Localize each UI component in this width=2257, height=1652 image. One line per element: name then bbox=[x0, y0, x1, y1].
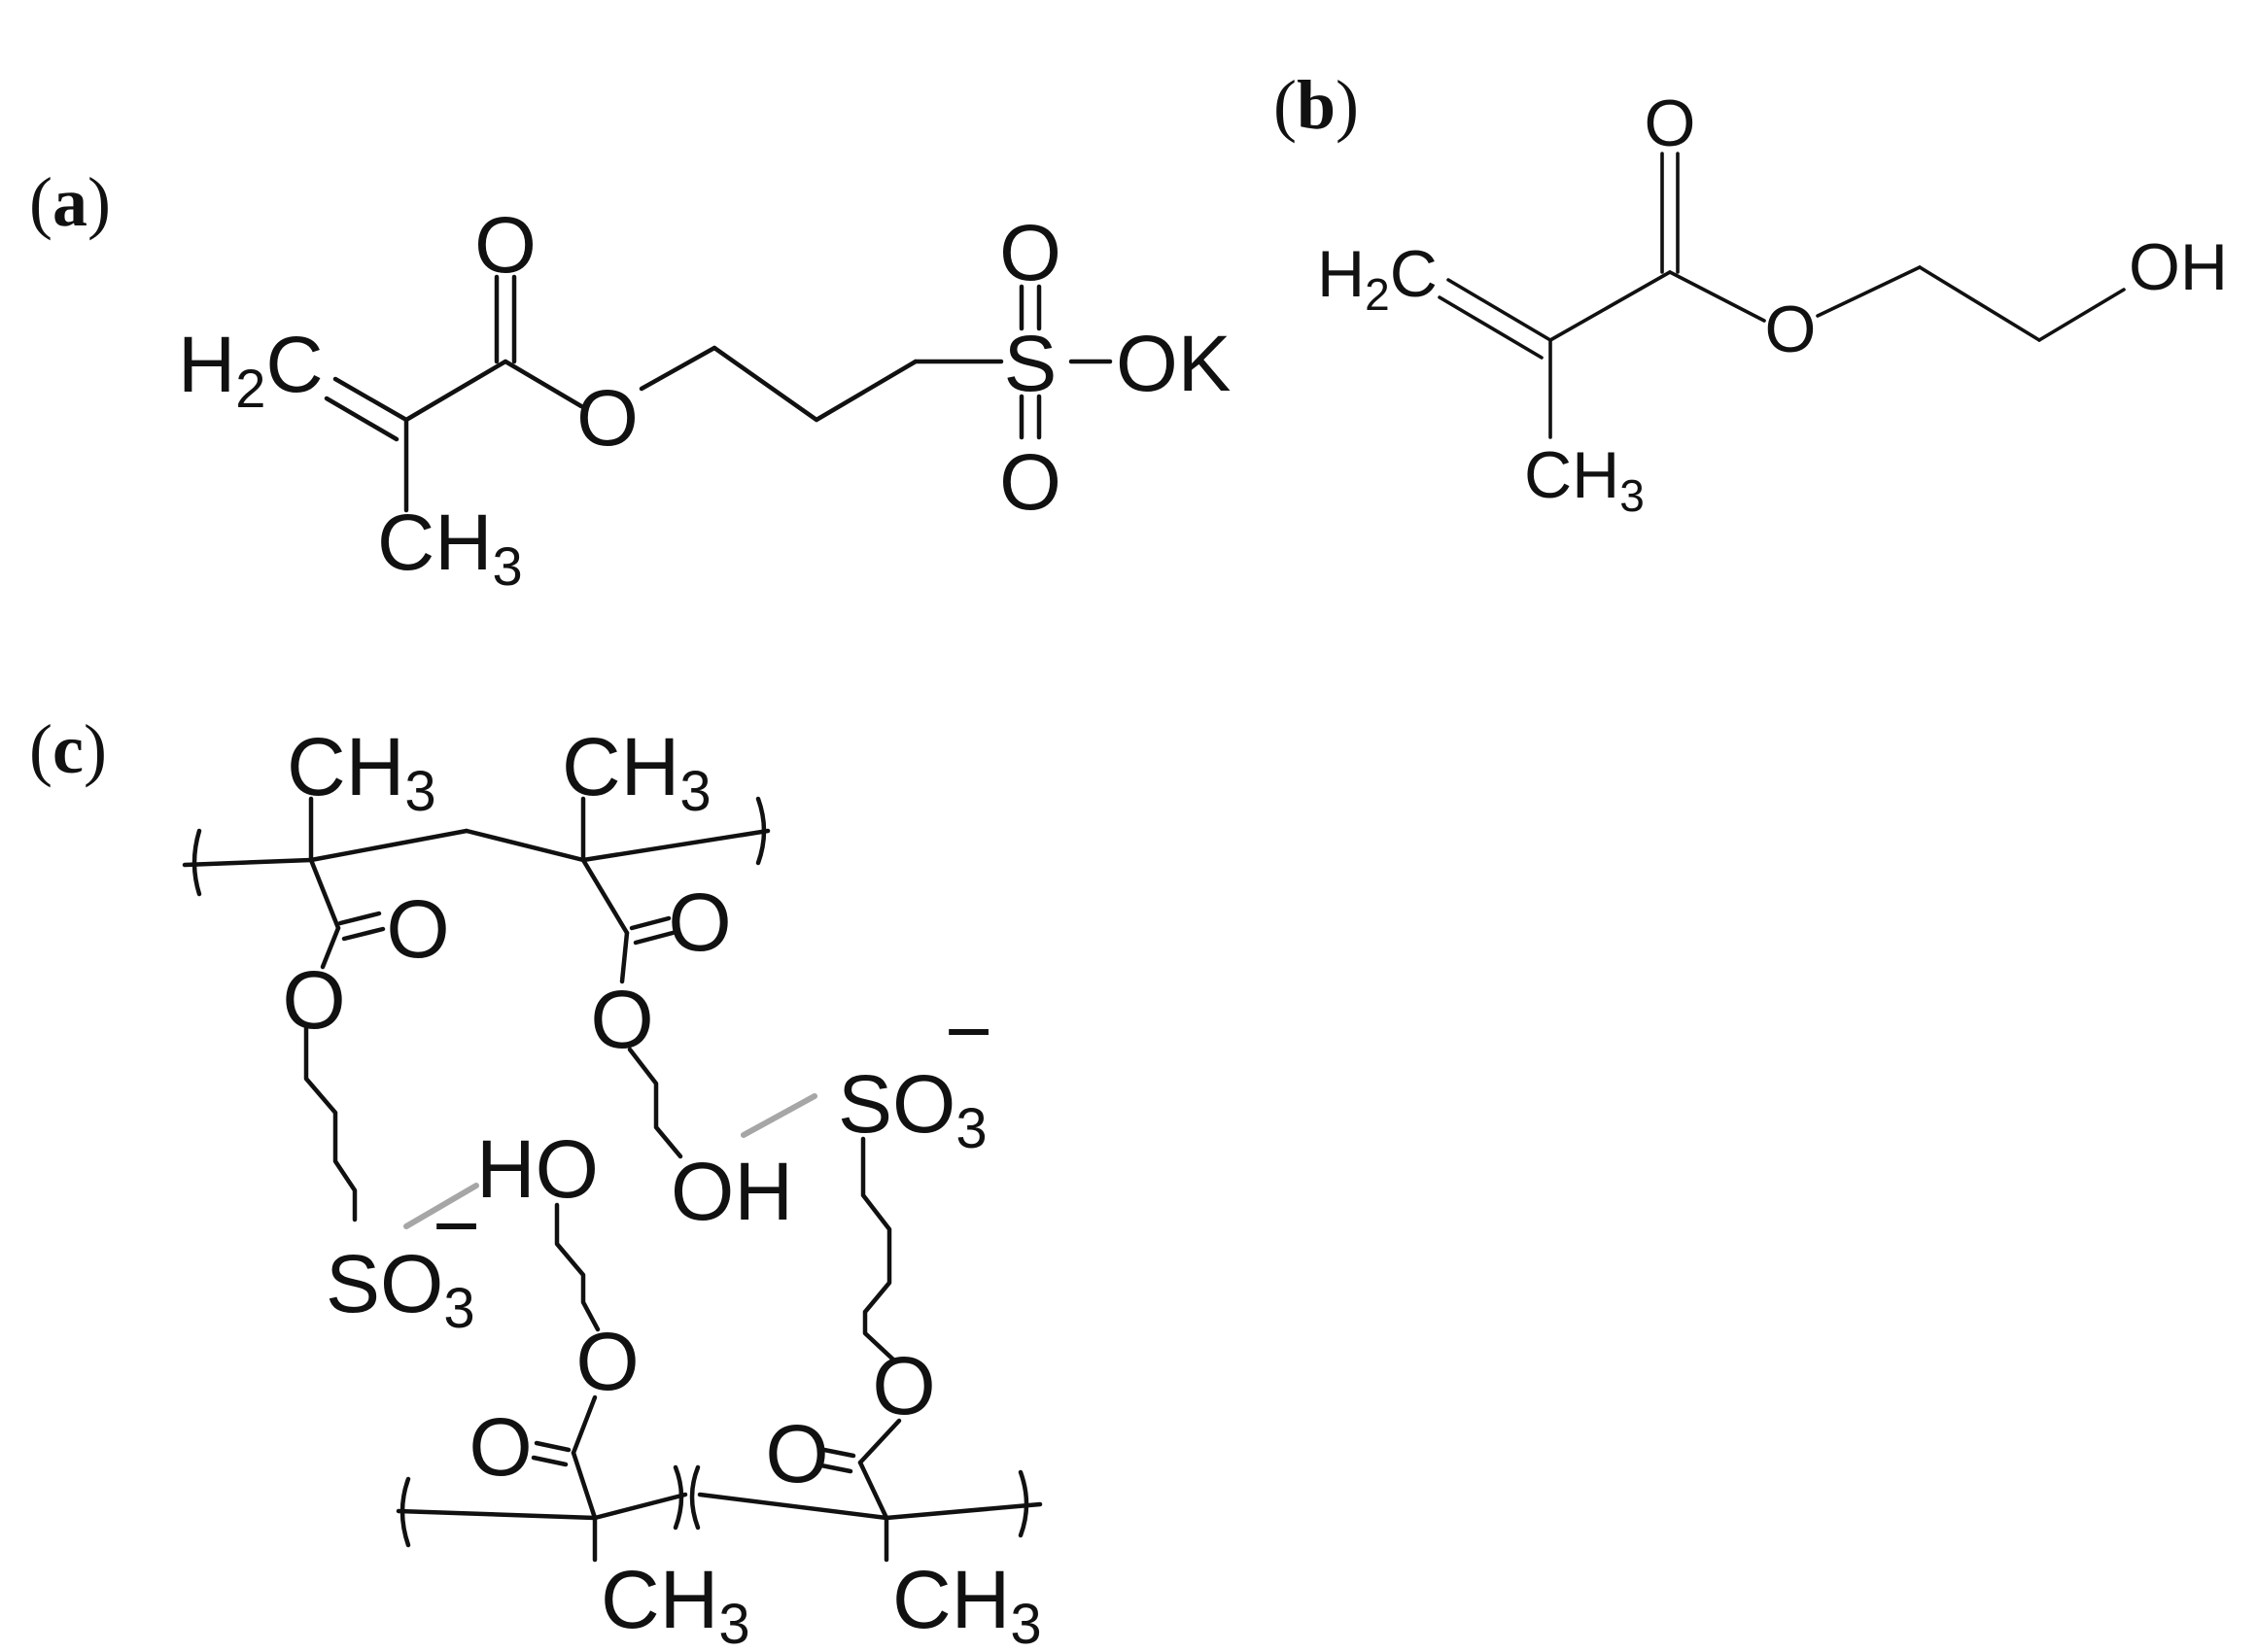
c-tr-hydroxyl: OH bbox=[671, 1146, 793, 1237]
b-bond-ester-o bbox=[1668, 270, 1766, 323]
a-methyl-label: CH3 bbox=[377, 499, 523, 597]
b-carbonyl-o: O bbox=[1645, 86, 1696, 160]
c-br-propyl-chain bbox=[860, 1136, 897, 1363]
c-bl-ethyl-chain bbox=[554, 1202, 601, 1332]
a-bond-ester-o bbox=[503, 359, 584, 409]
c-br-ester-o: O bbox=[872, 1340, 935, 1431]
c-bl-carbonyl-o: O bbox=[469, 1401, 532, 1493]
panel-c-structure: CH3 O O SO3 − CH3 O O OH SO3 − O bbox=[182, 721, 1043, 1652]
c-bottom-backbone-1 bbox=[396, 1508, 598, 1521]
a-carbonyl-o: O bbox=[474, 201, 537, 290]
c-tl-co-double-2 bbox=[341, 926, 386, 942]
c-br-co-double-2 bbox=[818, 1463, 853, 1474]
a-sulfonyl-o-bottom: O bbox=[999, 438, 1061, 527]
c-bottom-bracket-left bbox=[399, 1476, 411, 1548]
a-bond-chain-3 bbox=[814, 359, 919, 423]
a-bond-chain-2 bbox=[712, 345, 819, 423]
b-hydroxyl-label: OH bbox=[2129, 230, 2228, 304]
c-tr-carbonyl-c bbox=[580, 857, 630, 936]
c-tl-co-double-1 bbox=[337, 911, 382, 926]
c-tl-carbonyl-o: O bbox=[386, 883, 449, 975]
panel-b: (b) H2C O O OH CH3 bbox=[1273, 66, 2228, 521]
panel-b-label: (b) bbox=[1273, 66, 1359, 144]
c-tr-co-double-1 bbox=[629, 915, 672, 931]
c-bl-methyl: CH3 bbox=[601, 1554, 750, 1652]
c-bottom-backbone-4 bbox=[884, 1501, 1043, 1521]
c-bottom-bracket-right bbox=[1018, 1469, 1029, 1538]
c-br-bond-ester-o bbox=[857, 1418, 902, 1465]
c-bl-carbonyl-c bbox=[571, 1450, 598, 1521]
b-double-bond-inner bbox=[1438, 295, 1544, 360]
b-ch2-label: H2C bbox=[1317, 237, 1438, 320]
c-hbond-right bbox=[741, 1093, 817, 1138]
a-bond-carbonyl-c bbox=[403, 359, 508, 423]
c-bl-bond-ester-o bbox=[571, 1394, 598, 1456]
c-bl-co-double-1 bbox=[534, 1440, 572, 1453]
a-bond-chain-1 bbox=[639, 345, 717, 392]
panel-a-structure: H2C O O CH3 S O O OK bbox=[178, 201, 1231, 597]
c-tl-methyl: CH3 bbox=[287, 721, 436, 823]
c-tr-ester-o: O bbox=[590, 974, 653, 1065]
a-double-bond-outer bbox=[332, 376, 409, 423]
c-top-backbone-2 bbox=[308, 828, 469, 863]
a-ester-o: O bbox=[576, 374, 639, 463]
c-br-carbonyl-o: O bbox=[765, 1408, 828, 1499]
panel-a: (a) H2C O O CH3 S O O bbox=[29, 163, 1231, 597]
c-top-backbone-3 bbox=[464, 828, 586, 863]
c-top-bracket-left bbox=[191, 828, 202, 897]
c-top-backbone-1 bbox=[182, 857, 314, 868]
b-ester-o: O bbox=[1765, 293, 1817, 366]
a-sulfonyl-o-top: O bbox=[999, 209, 1061, 297]
a-double-bond-inner bbox=[324, 396, 399, 442]
c-tl-carbonyl-c bbox=[308, 857, 341, 931]
c-tr-co-double-2 bbox=[633, 930, 676, 946]
c-br-sulfonate: SO3 bbox=[838, 1058, 988, 1160]
c-bl-ester-o: O bbox=[575, 1316, 639, 1407]
b-bond-to-oh bbox=[2037, 288, 2126, 342]
c-tr-bond-ester-o bbox=[619, 930, 630, 984]
c-bottom-backbone-2 bbox=[592, 1492, 688, 1521]
panel-a-label: (a) bbox=[29, 163, 111, 241]
c-br-charge: − bbox=[945, 985, 992, 1077]
c-top-backbone-4 bbox=[580, 828, 771, 863]
c-tr-methyl: CH3 bbox=[562, 721, 712, 823]
c-bl-hydroxyl: HO bbox=[476, 1123, 599, 1215]
b-bond-chain-1 bbox=[1816, 265, 1922, 318]
a-ch2-label: H2C bbox=[178, 321, 324, 419]
c-tr-carbonyl-o: O bbox=[668, 877, 731, 968]
c-bl-co-double-2 bbox=[531, 1455, 569, 1467]
b-methyl-label: CH3 bbox=[1524, 438, 1645, 521]
c-tl-sulfonate: SO3 bbox=[326, 1238, 475, 1340]
a-sulfur: S bbox=[1004, 320, 1058, 408]
c-tl-propyl-chain bbox=[303, 1025, 358, 1222]
c-bottom-bracket-mid-right bbox=[689, 1464, 701, 1531]
b-double-bond-outer bbox=[1446, 278, 1552, 342]
c-br-carbonyl-c bbox=[857, 1460, 889, 1521]
c-br-methyl: CH3 bbox=[892, 1554, 1042, 1652]
panel-c: (c) CH3 O O SO3 − CH3 bbox=[29, 710, 1043, 1652]
panel-c-label: (c) bbox=[29, 710, 107, 788]
b-bond-carbonyl-c bbox=[1548, 270, 1672, 342]
c-tr-ethyl-chain bbox=[627, 1047, 683, 1159]
c-tl-bond-ester-o bbox=[320, 925, 341, 970]
c-tl-charge: − bbox=[433, 1180, 480, 1271]
c-top-bracket-right bbox=[755, 796, 767, 866]
a-ok-label: OK bbox=[1116, 320, 1231, 408]
c-bottom-bracket-mid-left bbox=[673, 1464, 684, 1531]
c-bottom-backbone-3 bbox=[697, 1492, 889, 1521]
c-hbond-left bbox=[403, 1183, 479, 1229]
c-tl-ester-o: O bbox=[282, 954, 345, 1046]
b-bond-chain-2 bbox=[1918, 265, 2041, 342]
c-br-co-double-1 bbox=[821, 1447, 856, 1459]
panel-b-structure: H2C O O OH CH3 bbox=[1317, 86, 2228, 521]
